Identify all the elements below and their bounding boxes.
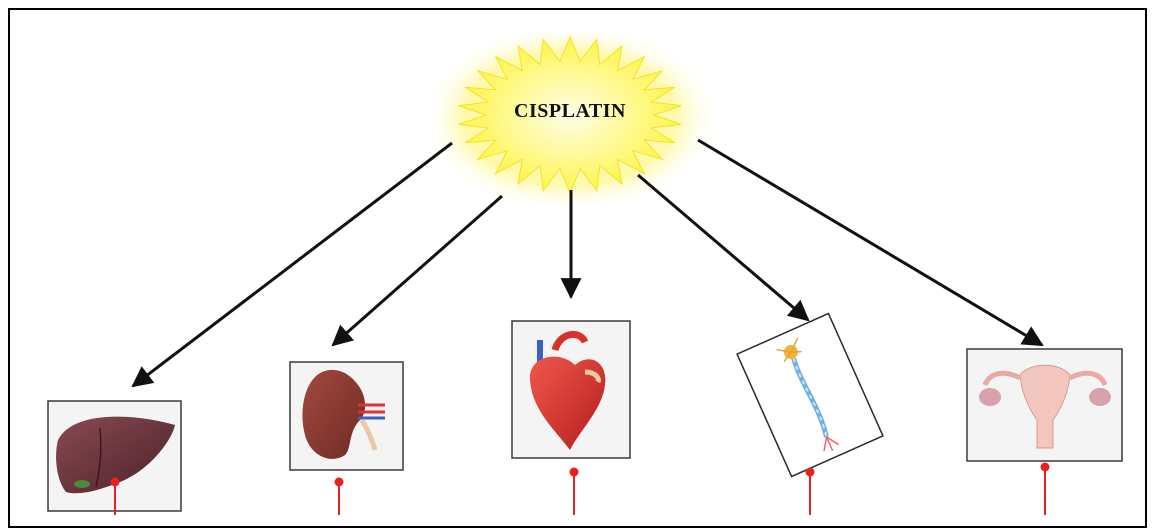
arrow-to-uterus xyxy=(698,140,1042,345)
arrow-to-liver xyxy=(133,143,452,386)
heart-panel xyxy=(512,321,630,515)
kidney-panel xyxy=(290,362,403,515)
arrow-to-kidney xyxy=(333,196,502,345)
diagram-canvas xyxy=(0,0,1157,515)
neuron-panel xyxy=(737,313,883,515)
cisplatin-label: CISPLATIN xyxy=(470,100,670,123)
arrow-to-neuron xyxy=(638,175,808,320)
diagram-stage: CISPLATIN xyxy=(0,0,1157,515)
liver-panel xyxy=(48,401,181,515)
uterus-panel xyxy=(967,349,1122,515)
